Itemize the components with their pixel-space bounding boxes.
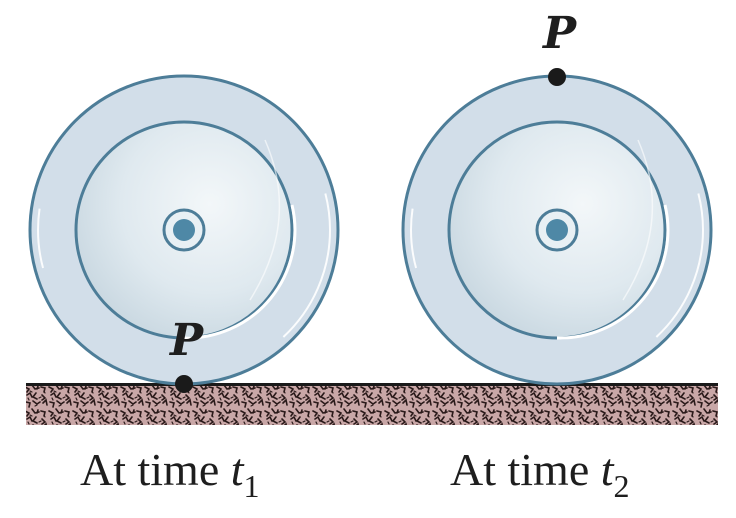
point-p-label-t2: P <box>541 8 578 59</box>
wheel-at-time-t2: P <box>401 8 713 386</box>
caption-time-t1: At time t1 <box>80 444 260 504</box>
caption-prefix: At time <box>450 444 601 495</box>
wheel-at-time-t1: P <box>28 74 340 393</box>
point-p-dot-t2 <box>548 68 566 86</box>
point-p-label-t1: P <box>168 315 205 366</box>
caption-subscript: 1 <box>244 468 260 504</box>
ground <box>26 383 718 425</box>
caption-variable: t <box>231 444 245 495</box>
caption-variable: t <box>601 444 615 495</box>
hub-axle <box>546 219 568 241</box>
caption-subscript: 2 <box>614 468 630 504</box>
caption-prefix: At time <box>80 444 231 495</box>
caption-time-t2: At time t2 <box>450 444 630 504</box>
hub-axle <box>173 219 195 241</box>
point-p-dot-t1 <box>175 375 193 393</box>
